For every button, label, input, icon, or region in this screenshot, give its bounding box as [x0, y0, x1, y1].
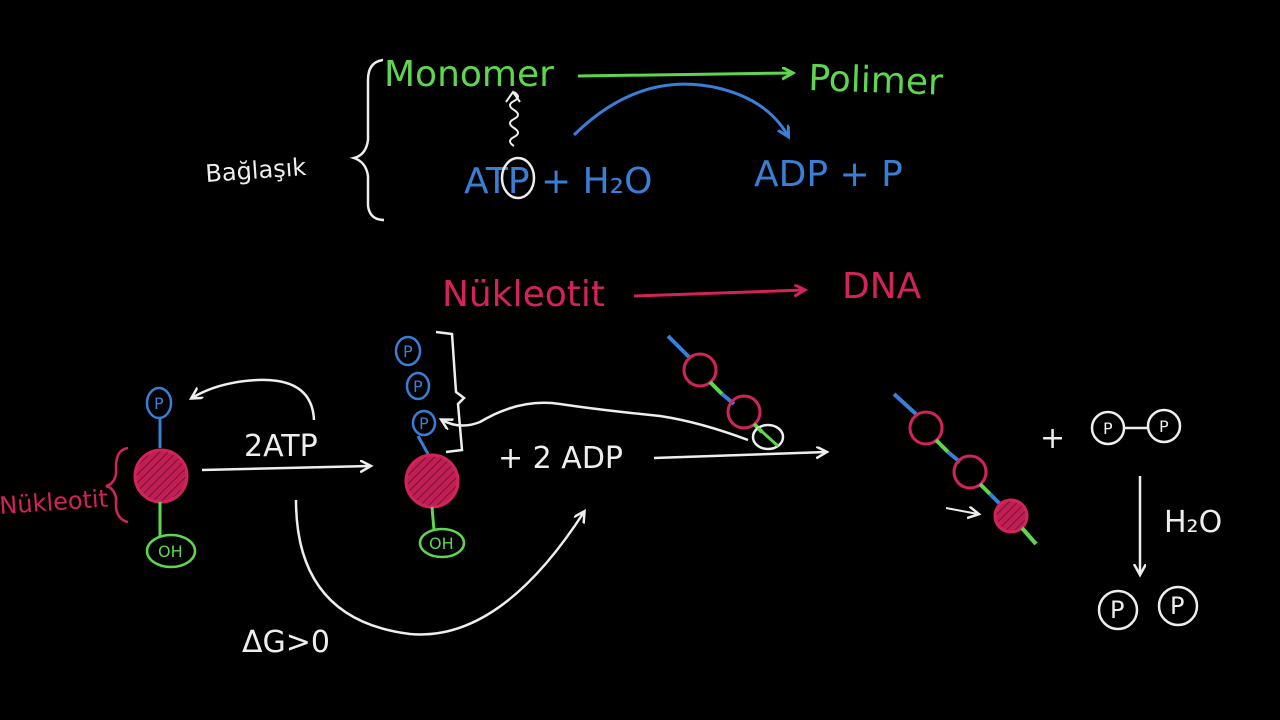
- activated-oh-stem: [430, 506, 436, 531]
- oh-group-text: OH: [158, 542, 183, 561]
- nukleotit-label: Nükleotit: [442, 274, 605, 315]
- triphosphate-bracket: [435, 330, 466, 454]
- free-phosphate-2-text: P: [1170, 592, 1184, 620]
- two-atp-label: 2ATP: [244, 429, 318, 464]
- extended-strand-nucleotide-1: [908, 410, 944, 446]
- atp-to-adp-curved-arrow: [572, 82, 788, 136]
- dna-strand-nucleotide-2: [726, 394, 762, 430]
- squiggle-arrowhead: [505, 90, 521, 103]
- triphosphate-stem: [416, 435, 430, 455]
- triphosphate-p2-circle: [405, 371, 431, 401]
- pyrophosphate-p1-text: P: [1103, 419, 1113, 438]
- monomer-to-polimer-arrow: [577, 73, 792, 76]
- extended-strand-new-nucleotide: [993, 498, 1029, 534]
- pyrophosphate-p2-circle: [1146, 408, 1182, 444]
- activated-oh-circle: [418, 527, 466, 559]
- coupling-bracket: [349, 58, 385, 222]
- extended-strand-link-2-green: [978, 482, 992, 496]
- two-atp-arrow: [201, 466, 370, 470]
- bracket-label: Bağlaşık: [204, 153, 307, 188]
- dna-strand-oh-line: [756, 426, 780, 448]
- triphosphate-p3-circle: [411, 409, 437, 437]
- water-label: H₂O: [1164, 505, 1222, 540]
- pyrophosphate-p2-text: P: [1159, 417, 1169, 436]
- new-nucleotide-pointer-arrow: [945, 508, 978, 514]
- dna-strand-blue-segment-1: [666, 334, 692, 360]
- monomer-label: Monomer: [384, 54, 554, 95]
- dna-strand-nucleotide-1: [682, 352, 718, 388]
- free-phosphate-2-circle: [1157, 585, 1199, 627]
- side-nukleotit-label: Nükleotit: [0, 484, 109, 520]
- activated-oh-text: OH: [429, 534, 454, 553]
- oh-group-circle: [145, 533, 197, 569]
- atp-water-label: ATP + H₂O: [464, 161, 652, 202]
- plus-sign: +: [1040, 421, 1065, 456]
- triphosphate-p2-text: P: [413, 377, 423, 396]
- energy-squiggle-arrow: [509, 91, 519, 147]
- side-nukleotit-brace: [105, 446, 129, 524]
- activated-sugar-base-ball: [404, 453, 460, 509]
- free-phosphate-1-circle: [1097, 589, 1139, 631]
- triphosphate-p3-text: P: [419, 414, 429, 433]
- pyrophosphate-release-arrow: [442, 401, 749, 442]
- extended-strand-link-2-blue: [988, 492, 1002, 506]
- dna-strand-link-1-green: [708, 380, 724, 396]
- dna-label: DNA: [842, 266, 922, 307]
- polimer-label: Polimer: [808, 58, 944, 104]
- delta-g-label: ΔG>0: [242, 625, 330, 660]
- triphosphate-p1-circle: [394, 335, 422, 367]
- sugar-base-ball: [133, 448, 189, 504]
- free-phosphate-1-text: P: [1110, 596, 1124, 624]
- delta-g-curved-arrow: [294, 499, 584, 636]
- extended-strand-link-1-green: [934, 438, 950, 454]
- extended-strand-blue-segment: [892, 392, 918, 416]
- phosphate-return-arrow: [192, 378, 316, 421]
- atp-phosphate-circle: [500, 156, 536, 200]
- triphosphate-p1-text: P: [403, 342, 413, 361]
- adp-p-label: ADP + P: [754, 154, 903, 195]
- extended-strand-nucleotide-2: [952, 454, 988, 490]
- dna-strand-terminal-oh: [751, 423, 785, 451]
- extended-strand-oh-tail: [1020, 526, 1038, 546]
- phosphate-p-text: P: [154, 394, 164, 413]
- plus-two-adp-label: + 2 ADP: [498, 441, 623, 476]
- polymerization-arrow: [653, 452, 826, 458]
- nukleotit-to-dna-arrow: [633, 290, 804, 296]
